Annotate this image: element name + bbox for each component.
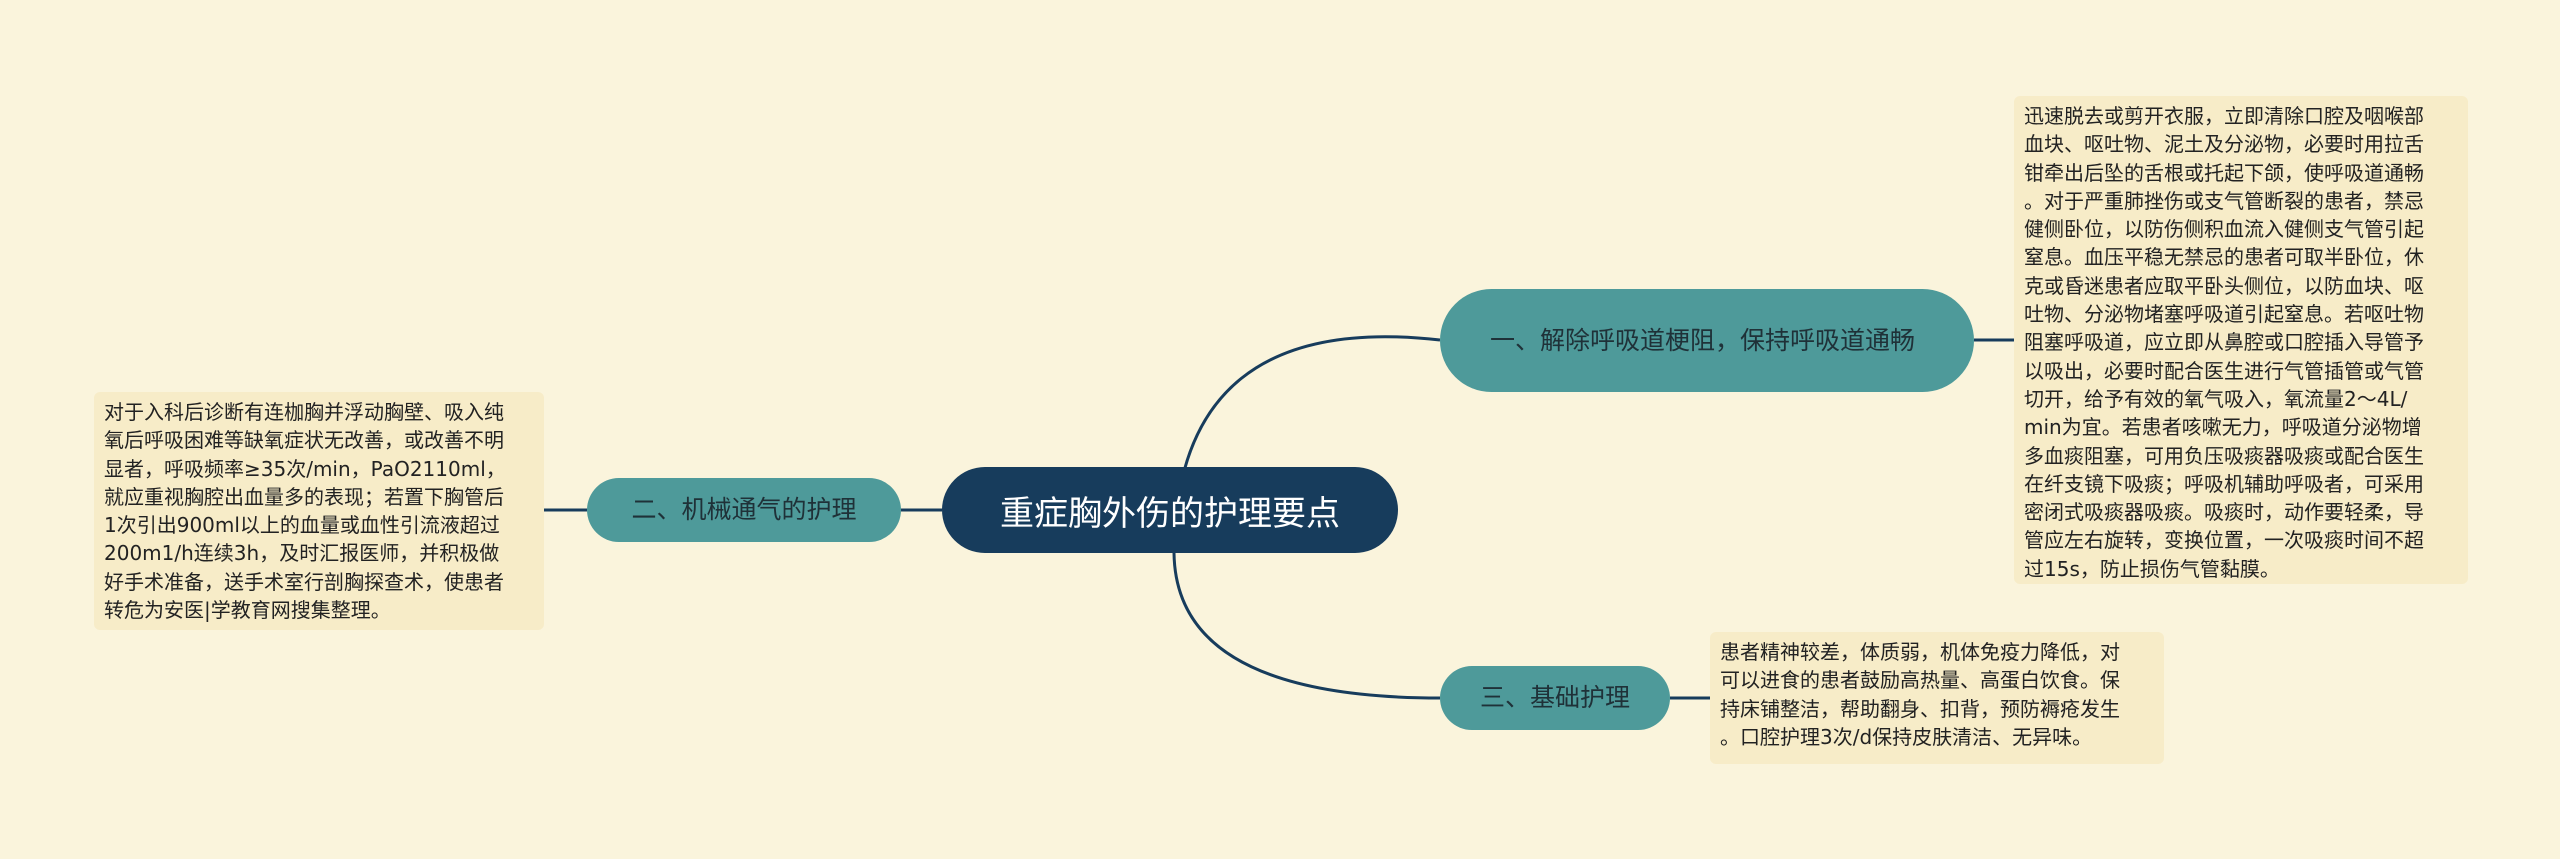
detail-basic-care[interactable]: 患者精神较差，体质弱，机体免疫力降低，对 可以进食的患者鼓励高热量、高蛋白饮食。… — [1710, 632, 2164, 764]
branch-label: 三、基础护理 — [1479, 683, 1630, 712]
branch-airway-clearance[interactable]: 一、解除呼吸道梗阻，保持呼吸道通畅 — [1440, 289, 1974, 392]
detail-airway-clearance[interactable]: 迅速脱去或剪开衣服，立即清除口腔及咽喉部 血块、呕吐物、泥土及分泌物，必要时用拉… — [2014, 96, 2468, 584]
root-topic-label: 重症胸外伤的护理要点 — [1000, 493, 1340, 534]
branch-label: 一、解除呼吸道梗阻，保持呼吸道通畅 — [1490, 325, 1916, 355]
connector-root-branch3 — [1172, 552, 1441, 700]
detail-mechanical-ventilation[interactable]: 对于入科后诊断有连枷胸并浮动胸壁、吸入纯 氧后呼吸困难等缺氧症状无改善，或改善不… — [94, 392, 544, 630]
detail-text: 对于入科后诊断有连枷胸并浮动胸壁、吸入纯 氧后呼吸困难等缺氧症状无改善，或改善不… — [104, 400, 506, 623]
detail-text: 患者精神较差，体质弱，机体免疫力降低，对 可以进食的患者鼓励高热量、高蛋白饮食。… — [1720, 640, 2120, 749]
branch-label: 二、机械通气的护理 — [631, 495, 857, 524]
detail-text: 迅速脱去或剪开衣服，立即清除口腔及咽喉部 血块、呕吐物、泥土及分泌物，必要时用拉… — [2024, 104, 2424, 581]
root-topic[interactable]: 重症胸外伤的护理要点 — [942, 467, 1398, 553]
branch-mechanical-ventilation[interactable]: 二、机械通气的护理 — [587, 478, 901, 542]
branch-basic-care[interactable]: 三、基础护理 — [1440, 666, 1670, 730]
